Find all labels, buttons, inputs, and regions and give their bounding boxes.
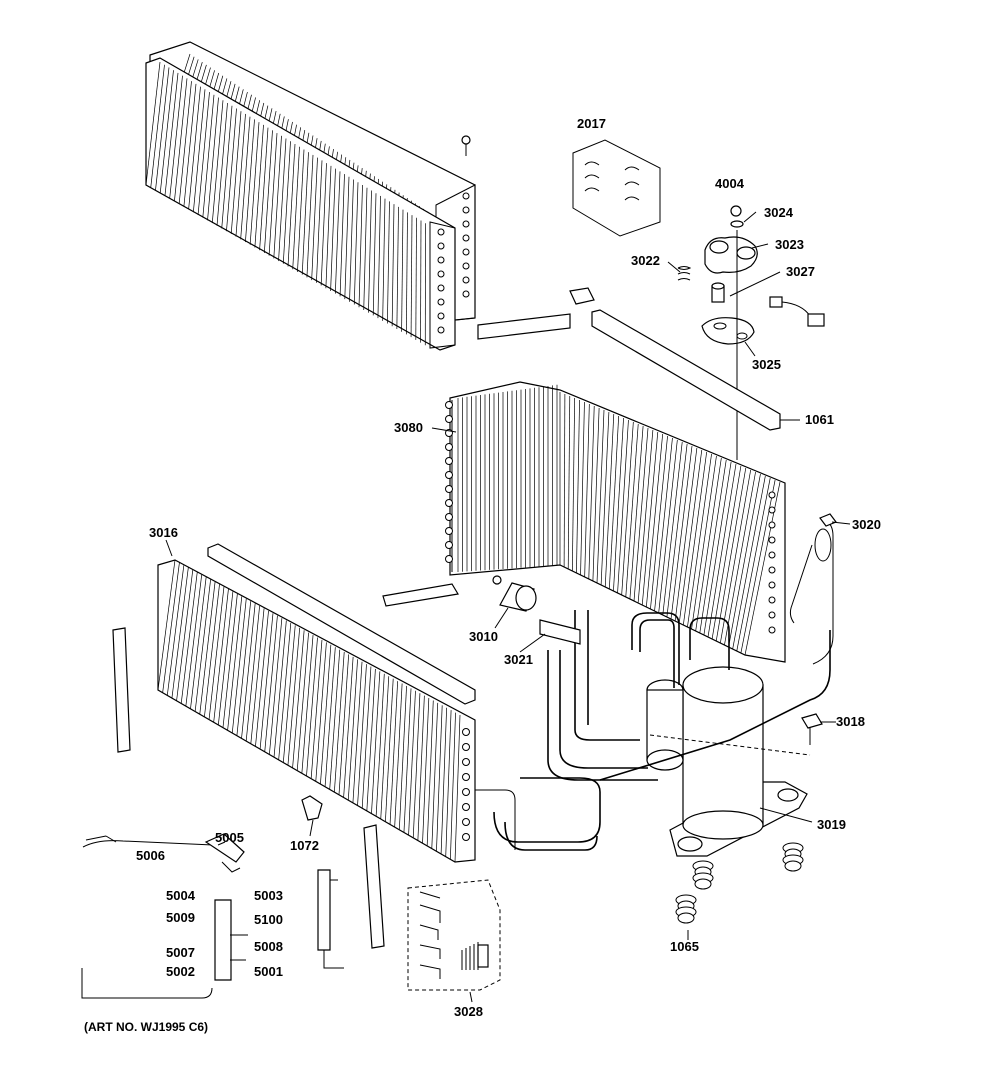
label-5002: 5002 bbox=[166, 964, 195, 979]
label-3024: 3024 bbox=[764, 205, 794, 220]
bracket-strip bbox=[382, 583, 459, 607]
label-5005: 5005 bbox=[215, 830, 244, 845]
label-3016: 3016 bbox=[149, 525, 178, 540]
side-strip-left bbox=[112, 627, 131, 753]
label-3027: 3027 bbox=[786, 264, 815, 279]
label-1072: 1072 bbox=[290, 838, 319, 853]
side-strip-right bbox=[363, 824, 385, 949]
kit-2017: 2017 bbox=[572, 116, 661, 237]
label-3080: 3080 bbox=[394, 420, 423, 435]
label-5004: 5004 bbox=[166, 888, 196, 903]
label-3022: 3022 bbox=[631, 253, 660, 268]
label-3023: 3023 bbox=[775, 237, 804, 252]
label-3021: 3021 bbox=[504, 652, 533, 667]
condenser-coil-3016 bbox=[157, 559, 476, 863]
capacitor-3010 bbox=[492, 575, 537, 612]
foam-strip-diagonal bbox=[207, 543, 476, 705]
mounting-grommets-1065 bbox=[675, 842, 804, 924]
foam-strips-top bbox=[477, 287, 781, 431]
label-5100: 5100 bbox=[254, 912, 283, 927]
label-5009: 5009 bbox=[166, 910, 195, 925]
label-1065: 1065 bbox=[670, 939, 699, 954]
thermostat-3020 bbox=[789, 513, 837, 665]
label-3025: 3025 bbox=[752, 357, 781, 372]
leader-lines bbox=[165, 211, 851, 1003]
label-5007: 5007 bbox=[166, 945, 195, 960]
label-3028: 3028 bbox=[454, 1004, 483, 1019]
label-5001: 5001 bbox=[254, 964, 283, 979]
label-3010: 3010 bbox=[469, 629, 498, 644]
evaporator-coil-3080 bbox=[445, 381, 786, 663]
upper-coil-front bbox=[145, 57, 470, 351]
label-3020: 3020 bbox=[852, 517, 881, 532]
clip-1072 bbox=[301, 795, 323, 821]
label-3018: 3018 bbox=[836, 714, 865, 729]
screw-upper bbox=[461, 135, 471, 156]
refrigerant-tubing bbox=[475, 610, 831, 851]
label-5008: 5008 bbox=[254, 939, 283, 954]
label-5003: 5003 bbox=[254, 888, 283, 903]
label-1061: 1061 bbox=[805, 412, 834, 427]
kit-3028 bbox=[407, 879, 501, 991]
label-4004: 4004 bbox=[715, 176, 745, 191]
motor-mount-parts bbox=[677, 205, 825, 460]
label-3019: 3019 bbox=[817, 817, 846, 832]
label-5006: 5006 bbox=[136, 848, 165, 863]
label-2017: 2017 bbox=[577, 116, 606, 131]
valve-assembly-5000 bbox=[81, 833, 344, 999]
bolt-3018 bbox=[649, 713, 823, 756]
art-number-caption: (ART NO. WJ1995 C6) bbox=[84, 1020, 208, 1034]
compressor-3019 bbox=[646, 666, 808, 857]
